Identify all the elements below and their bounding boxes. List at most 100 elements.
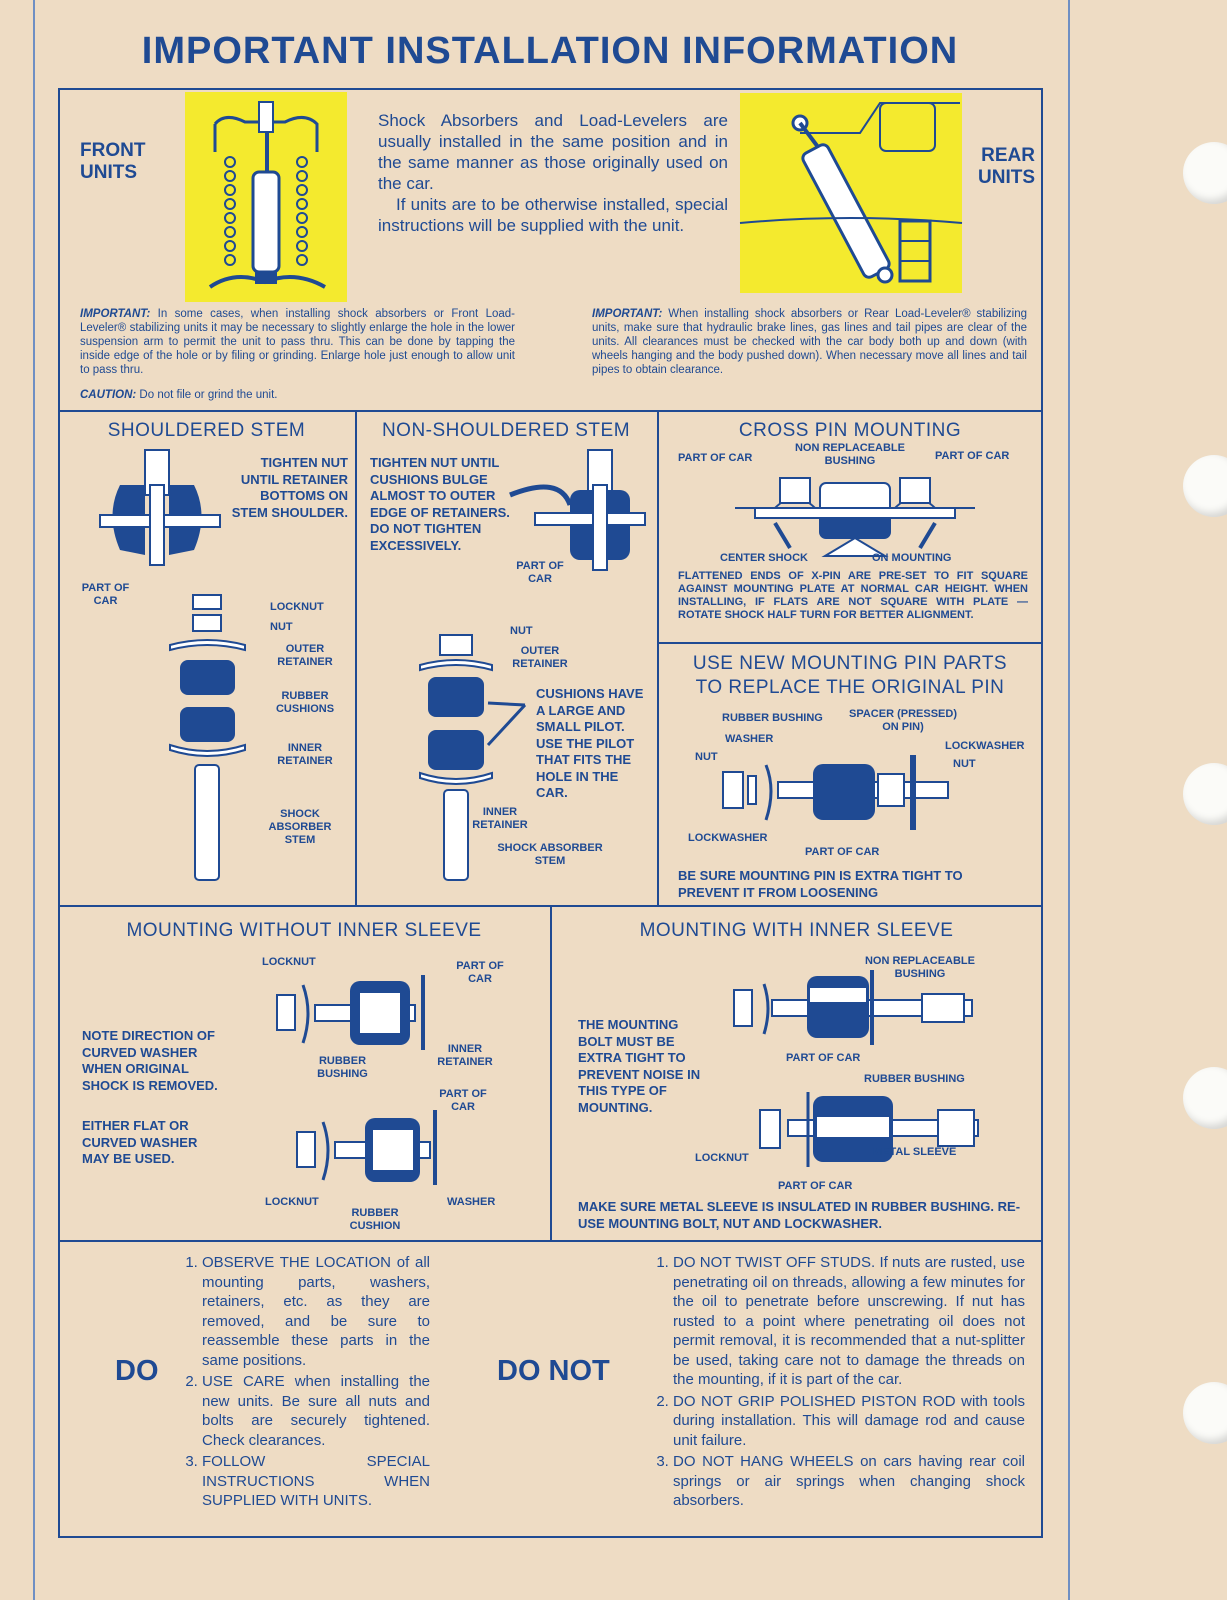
crosspin-heading: CROSS PIN MOUNTING — [738, 420, 962, 441]
with-sleeve-diagram-top — [733, 970, 973, 1045]
do-not-label: DO NOT — [497, 1355, 610, 1387]
do-not-item: DO NOT TWIST OFF STUDS. If nuts are rust… — [673, 1253, 1025, 1390]
important-label: IMPORTANT: — [592, 308, 663, 320]
without-inner-retainer: INNER RETAINER — [437, 1043, 493, 1068]
nonshouldered-outer-retainer: OUTER RETAINER — [512, 645, 568, 670]
without-rubber-cushion: RUBBER CUSHION — [349, 1207, 401, 1232]
with-sleeve-diagram-bottom — [759, 1092, 979, 1167]
intro-paragraph-1: Shock Absorbers and Load-Levelers are us… — [378, 111, 728, 193]
do-item: USE CARE when installing the new units. … — [202, 1372, 430, 1450]
newpin-lockwasher-right: LOCKWASHER — [945, 740, 1025, 752]
binder-hole — [1183, 1067, 1227, 1129]
nonshouldered-cushions-note: CUSHIONS HAVE A LARGE AND SMALL PILOT. U… — [536, 686, 644, 800]
divider — [657, 642, 1043, 644]
content-frame — [58, 88, 1043, 1538]
newpin-heading: USE NEW MOUNTING PIN PARTS TO REPLACE TH… — [692, 653, 1008, 698]
do-not-list: DO NOT TWIST OFF STUDS. If nuts are rust… — [651, 1253, 1025, 1513]
shouldered-outer-retainer: OUTER RETAINER — [277, 643, 333, 668]
shouldered-nut: NUT — [270, 621, 293, 633]
newpin-spacer: SPACER (PRESSED) ON PIN) — [849, 708, 957, 733]
important-label: IMPORTANT: — [80, 308, 151, 320]
rear-unit-illustration — [739, 93, 963, 293]
without-note-2: EITHER FLAT OR CURVED WASHER MAY BE USED… — [82, 1118, 198, 1166]
without-locknut-bottom: LOCKNUT — [265, 1196, 319, 1208]
nonshouldered-instruction: TIGHTEN NUT UNTIL CUSHIONS BULGE ALMOST … — [370, 455, 510, 553]
rear-shock-icon — [739, 102, 963, 284]
newpin-washer: WASHER — [725, 733, 774, 745]
without-sleeve-diagram-bottom — [296, 1110, 437, 1185]
intro-paragraph-2: If units are to be otherwise installed, … — [378, 195, 728, 235]
crosspin-part-of-car-left: PART OF CAR — [678, 452, 753, 464]
nonshouldered-nut: NUT — [510, 625, 533, 637]
nonshouldered-stem-heading: NON-SHOULDERED STEM — [381, 420, 631, 441]
divider — [58, 1240, 1043, 1242]
divider — [657, 410, 659, 905]
caution-label: CAUTION: — [80, 389, 137, 401]
with-sleeve-heading: MOUNTING WITH INNER SLEEVE — [639, 920, 954, 941]
front-units-label: FRONT UNITS — [80, 140, 146, 183]
with-rubber-bushing: RUBBER BUSHING — [864, 1073, 965, 1085]
binder-hole — [1183, 455, 1227, 517]
do-not-item: DO NOT HANG WHEELS on cars having rear c… — [673, 1452, 1025, 1511]
with-locknut: LOCKNUT — [695, 1152, 749, 1164]
newpin-part-of-car: PART OF CAR — [805, 846, 880, 858]
caution-note: CAUTION: Do not file or grind the unit. — [80, 388, 515, 402]
without-sleeve-diagram-top — [276, 975, 425, 1050]
without-part-of-car-bottom: PART OF CAR — [439, 1088, 487, 1113]
crosspin-on-mounting: ON MOUNTING — [872, 552, 952, 564]
without-rubber-bushing: RUBBER BUSHING — [317, 1055, 368, 1080]
shouldered-instruction: TIGHTEN NUT UNTIL RETAINER BOTTOMS ON ST… — [231, 455, 348, 520]
shouldered-rubber-cushions: RUBBER CUSHIONS — [275, 690, 335, 715]
shouldered-locknut: LOCKNUT — [270, 601, 324, 613]
binder-hole — [1183, 1382, 1227, 1444]
rear-important-text: When installing shock absorbers or Rear … — [592, 308, 1027, 376]
nonshouldered-stem-diagram — [419, 449, 646, 881]
crosspin-bushing: NON REPLACEABLE BUSHING — [794, 442, 905, 467]
front-shock-icon — [208, 101, 326, 289]
with-bushing: NON REPLACEABLE BUSHING — [864, 955, 975, 980]
nonshouldered-stem-label: SHOCK ABSORBER STEM — [497, 842, 603, 867]
do-label: DO — [115, 1355, 159, 1387]
caution-text: Do not file or grind the unit. — [139, 389, 278, 401]
with-metal-sleeve: METAL SLEEVE — [873, 1146, 957, 1158]
right-margin-rule — [1068, 0, 1070, 1600]
shouldered-part-of-car: PART OF CAR — [81, 582, 130, 607]
shouldered-inner-retainer: INNER RETAINER — [277, 742, 333, 767]
newpin-diagram — [722, 755, 949, 830]
without-locknut-top: LOCKNUT — [262, 956, 316, 968]
with-part-of-car-bottom: PART OF CAR — [778, 1180, 853, 1192]
crosspin-diagram — [735, 477, 975, 557]
newpin-nut-left: NUT — [695, 751, 718, 763]
with-note: THE MOUNTING BOLT MUST BE EXTRA TIGHT TO… — [578, 1017, 701, 1115]
binder-hole — [1183, 763, 1227, 825]
divider — [58, 410, 1043, 412]
shouldered-stem-diagram — [99, 449, 246, 881]
newpin-nut-right: NUT — [953, 758, 976, 770]
shouldered-stem-label: SHOCK ABSORBER STEM — [268, 808, 332, 846]
do-item: FOLLOW SPECIAL INSTRUCTIONS WHEN SUPPLIE… — [202, 1452, 430, 1511]
without-washer: WASHER — [447, 1196, 496, 1208]
do-item: OBSERVE THE LOCATION of all mounting par… — [202, 1253, 430, 1370]
crosspin-note: FLATTENED ENDS OF X-PIN ARE PRE-SET TO F… — [678, 570, 1028, 621]
do-not-item: DO NOT GRIP POLISHED PISTON ROD with too… — [673, 1392, 1025, 1451]
divider — [550, 905, 552, 1240]
newpin-note: BE SURE MOUNTING PIN IS EXTRA TIGHT TO P… — [678, 868, 963, 900]
newpin-lockwasher-left: LOCKWASHER — [688, 832, 768, 844]
rear-important-note: IMPORTANT: When installing shock absorbe… — [592, 307, 1027, 377]
rear-units-label: REAR UNITS — [978, 145, 1035, 188]
newpin-rubber-bushing: RUBBER BUSHING — [722, 712, 823, 724]
front-important-text: In some cases, when installing shock abs… — [80, 308, 515, 376]
nonshouldered-part-of-car: PART OF CAR — [516, 560, 564, 585]
crosspin-center-shock: CENTER SHOCK — [720, 552, 809, 564]
nonshouldered-inner-retainer: INNER RETAINER — [472, 806, 528, 831]
with-footer-note: MAKE SURE METAL SLEEVE IS INSULATED IN R… — [578, 1199, 1021, 1231]
front-unit-illustration — [185, 92, 347, 302]
with-part-of-car-top: PART OF CAR — [786, 1052, 861, 1064]
without-sleeve-heading: MOUNTING WITHOUT INNER SLEEVE — [126, 920, 482, 941]
divider — [355, 410, 357, 905]
without-part-of-car-top: PART OF CAR — [456, 960, 504, 985]
shouldered-stem-heading: SHOULDERED STEM — [107, 420, 306, 441]
page-title: IMPORTANT INSTALLATION INFORMATION — [141, 30, 959, 72]
without-note-1: NOTE DIRECTION OF CURVED WASHER WHEN ORI… — [82, 1028, 218, 1093]
front-important-note: IMPORTANT: In some cases, when installin… — [80, 307, 515, 377]
